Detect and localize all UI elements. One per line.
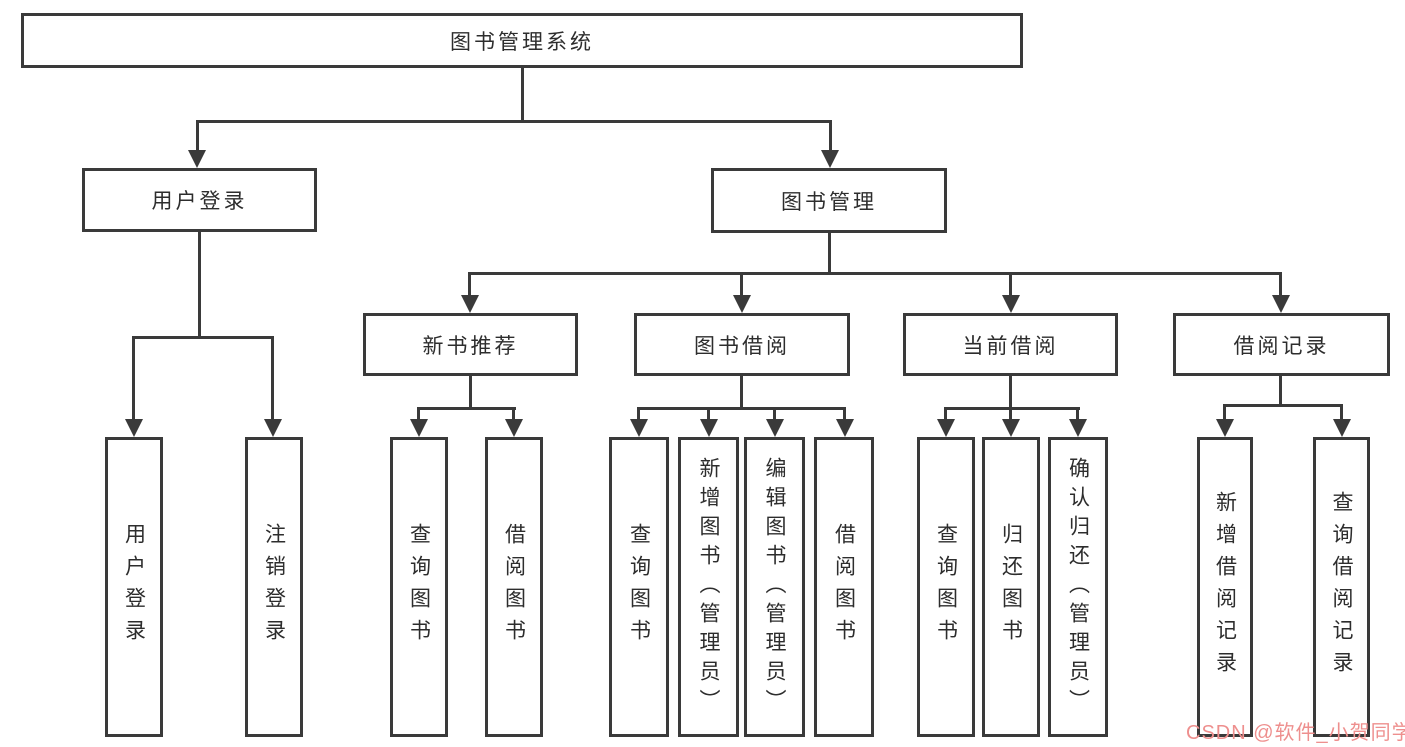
connector [468,272,471,298]
connector [637,407,640,422]
node-label: 编辑图书（管理员） [763,456,786,718]
node-leaf-edit-books-admin: 编辑图书（管理员） [744,437,805,737]
connector [512,407,515,422]
connector [1279,272,1282,298]
arrow-down-icon [630,419,648,437]
connector [1076,407,1079,422]
connector [417,407,420,422]
connector [944,407,947,422]
node-label: 用户登录 [151,190,248,213]
node-leaf-user-login: 用户登录 [105,437,163,737]
node-book-management: 图书管理 [711,168,947,233]
arrow-down-icon [125,419,143,437]
connector [196,120,199,153]
connector [740,272,743,298]
node-label: 注销登录 [262,523,286,651]
node-label: 新增借阅记录 [1213,491,1237,683]
node-label: 借阅记录 [1233,334,1330,358]
connector [740,376,743,410]
node-label: 查询借阅记录 [1330,491,1353,683]
node-label: 图书管理系统 [450,30,594,54]
connector [1009,376,1012,410]
connector [1009,407,1012,422]
arrow-down-icon [1002,419,1020,437]
connector [1223,404,1343,407]
arrow-down-icon [733,295,751,313]
node-label: 图书借阅 [694,334,790,358]
node-leaf-query-books-current: 查询图书 [917,437,975,737]
arrow-down-icon [766,419,784,437]
node-leaf-borrow-books: 借阅图书 [814,437,874,737]
node-leaf-confirm-return-admin: 确认归还（管理员） [1048,437,1108,737]
arrow-down-icon [1002,295,1020,313]
node-label: 用户登录 [122,523,146,651]
connector [843,407,846,422]
node-leaf-query-books-recommend: 查询图书 [390,437,448,737]
node-leaf-query-books-borrowing: 查询图书 [609,437,669,737]
csdn-watermark: CSDN @软件_小贺同学 [1186,722,1405,744]
arrow-down-icon [461,295,479,313]
arrow-down-icon [1216,419,1234,437]
node-label: 新书推荐 [422,334,519,358]
connector [468,272,1282,275]
connector [469,376,472,410]
connector [1340,404,1343,422]
node-leaf-add-borrow-record: 新增借阅记录 [1197,437,1253,737]
arrow-down-icon [188,150,206,168]
node-label: 查询图书 [934,523,958,651]
node-label: 归还图书 [999,523,1023,651]
node-label: 当前借阅 [962,334,1059,358]
node-borrowing-records: 借阅记录 [1173,313,1390,376]
arrow-down-icon [505,419,523,437]
arrow-down-icon [264,419,282,437]
connector [132,336,274,339]
node-book-borrowing: 图书借阅 [634,313,850,376]
connector [132,336,135,422]
connector [1279,376,1282,407]
connector [707,407,710,422]
arrow-down-icon [836,419,854,437]
node-current-borrowing: 当前借阅 [903,313,1118,376]
connector [521,68,524,122]
node-label: 借阅图书 [502,523,526,651]
node-leaf-logout: 注销登录 [245,437,303,737]
connector [944,407,1080,410]
connector [829,120,832,153]
arrow-down-icon [1333,419,1351,437]
node-label: 查询图书 [407,523,431,651]
node-leaf-borrow-books-recommend: 借阅图书 [485,437,543,737]
connector [196,120,832,123]
connector [271,336,274,422]
node-leaf-query-borrow-record: 查询借阅记录 [1313,437,1370,737]
arrow-down-icon [1272,295,1290,313]
node-user-login: 用户登录 [82,168,317,232]
arrow-down-icon [821,150,839,168]
arrow-down-icon [410,419,428,437]
node-label: 查询图书 [627,523,651,651]
connector [637,407,846,410]
node-new-book-recommend: 新书推荐 [363,313,578,376]
node-label: 借阅图书 [832,523,856,651]
node-label: 新增图书（管理员） [697,456,720,718]
arrow-down-icon [1069,419,1087,437]
connector [417,407,516,410]
node-leaf-add-books-admin: 新增图书（管理员） [678,437,739,737]
arrow-down-icon [700,419,718,437]
connector [198,232,201,338]
connector [1009,272,1012,298]
connector [828,233,831,274]
node-library-management-system: 图书管理系统 [21,13,1023,68]
arrow-down-icon [937,419,955,437]
node-leaf-return-books: 归还图书 [982,437,1040,737]
connector [1223,404,1226,422]
node-label: 确认归还（管理员） [1066,456,1090,718]
connector [773,407,776,422]
node-label: 图书管理 [781,190,877,214]
